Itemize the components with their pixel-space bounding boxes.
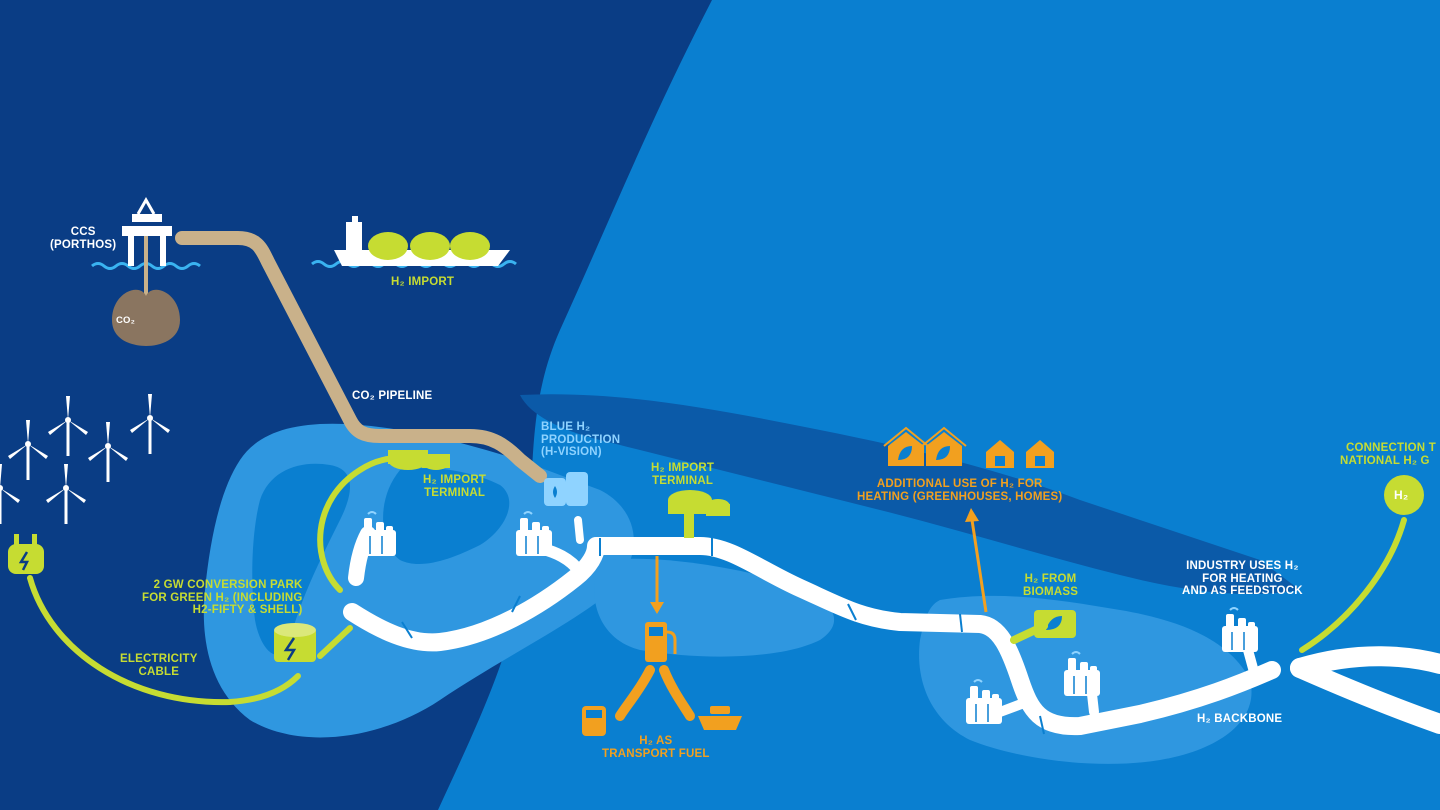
label-biomass: H₂ FROM BIOMASS <box>1023 573 1078 598</box>
label-line: NATIONAL H₂ G <box>1340 454 1430 467</box>
label-line: H₂ <box>1394 488 1409 502</box>
label-line: AND AS FEEDSTOCK <box>1182 585 1303 597</box>
label-line: CO₂ PIPELINE <box>352 390 433 402</box>
label-conversion-park: 2 GW CONVERSION PARK FOR GREEN H₂ (INCLU… <box>142 579 303 617</box>
label-line: BLUE H₂ <box>541 421 591 433</box>
label-blue-h2: BLUE H₂ PRODUCTION (H-VISION) <box>541 421 620 459</box>
label-line: CO₂ <box>116 315 136 326</box>
label-backbone: H₂ BACKBONE <box>1197 713 1282 726</box>
label-line: PRODUCTION <box>541 433 621 446</box>
h2-badge <box>1384 475 1424 515</box>
label-line: HEATING (GREENHOUSES, HOMES) <box>857 490 1063 503</box>
fuel-pump-icon <box>645 622 677 662</box>
label-import-terminal-2: H₂ IMPORT TERMINAL <box>651 462 714 487</box>
label-line: BIOMASS <box>1023 585 1079 598</box>
label-line: (PORTHOS) <box>50 238 117 251</box>
transport-fuel-arrow <box>650 556 664 614</box>
label-ccs: CCS (PORTHOS) <box>50 226 116 251</box>
label-line: H₂ BACKBONE <box>1197 713 1283 725</box>
label-line: TERMINAL <box>424 486 486 499</box>
label-line: H₂ FROM <box>1024 573 1077 585</box>
co2-pipeline <box>175 231 547 483</box>
label-h2-import-ship: H₂ IMPORT <box>391 276 454 289</box>
label-heating: ADDITIONAL USE OF H₂ FOR HEATING (GREENH… <box>857 478 1062 503</box>
co2-cloud-icon <box>112 289 180 346</box>
label-industry: INDUSTRY USES H₂ FOR HEATING AND AS FEED… <box>1182 560 1303 598</box>
co2-badge: CO₂ <box>116 315 135 328</box>
label-line: H2-FIFTY & SHELL) <box>192 604 303 616</box>
cable-to-terminal <box>317 455 403 593</box>
storage-tank-icon <box>1034 610 1076 638</box>
label-line: CCS <box>70 226 96 238</box>
storage-tank-icon <box>544 472 588 506</box>
label-line: FOR GREEN H₂ (INCLUDING <box>142 591 303 604</box>
storage-tank-icon <box>388 450 450 470</box>
label-line: 2 GW CONVERSION PARK <box>153 579 303 591</box>
label-line: TRANSPORT FUEL <box>602 747 710 760</box>
label-line: CONNECTION T <box>1346 442 1436 454</box>
connection-cable <box>1299 517 1407 653</box>
label-electricity-cable: ELECTRICITY CABLE <box>120 653 198 678</box>
harbor-inner-land-2 <box>383 468 510 565</box>
label-transport-fuel: H₂ AS TRANSPORT FUEL <box>602 735 710 760</box>
label-line: H₂ IMPORT <box>391 276 455 288</box>
offshore-platform-icon <box>122 196 172 296</box>
label-line: FOR HEATING <box>1202 572 1283 585</box>
river-channel <box>520 394 1300 595</box>
electricity-cable <box>27 575 301 706</box>
pipe-joints <box>401 538 1045 735</box>
label-line: H₂ AS <box>639 735 673 747</box>
lng-ship-icon <box>334 216 510 266</box>
h2-badge-label: H₂ <box>1394 489 1408 502</box>
cable-conversion-arrow <box>317 625 353 659</box>
label-import-terminal-1: H₂ IMPORT TERMINAL <box>423 474 486 499</box>
fuel-split-left <box>615 665 655 721</box>
label-line: INDUSTRY USES H₂ <box>1186 560 1299 572</box>
biomass-connector <box>1010 622 1048 644</box>
label-line: TERMINAL <box>652 474 714 487</box>
truck-icon <box>582 706 606 736</box>
label-line: (H-VISION) <box>541 446 602 458</box>
storage-tank-icon <box>668 490 730 538</box>
label-line: CABLE <box>138 665 180 678</box>
label-line: H₂ IMPORT <box>651 462 715 474</box>
fuel-split-right <box>659 665 695 721</box>
label-connection: CONNECTION T NATIONAL H₂ G <box>1340 442 1440 467</box>
heating-arrow <box>965 508 988 613</box>
plug-icon <box>8 534 44 574</box>
label-line: ADDITIONAL USE OF H₂ FOR <box>876 478 1043 490</box>
label-co2-pipeline: CO₂ PIPELINE <box>352 390 432 403</box>
label-line: ELECTRICITY <box>120 653 198 665</box>
storage-tank-icon <box>274 623 316 662</box>
label-line: H₂ IMPORT <box>423 474 487 486</box>
ship-icon <box>698 706 742 730</box>
